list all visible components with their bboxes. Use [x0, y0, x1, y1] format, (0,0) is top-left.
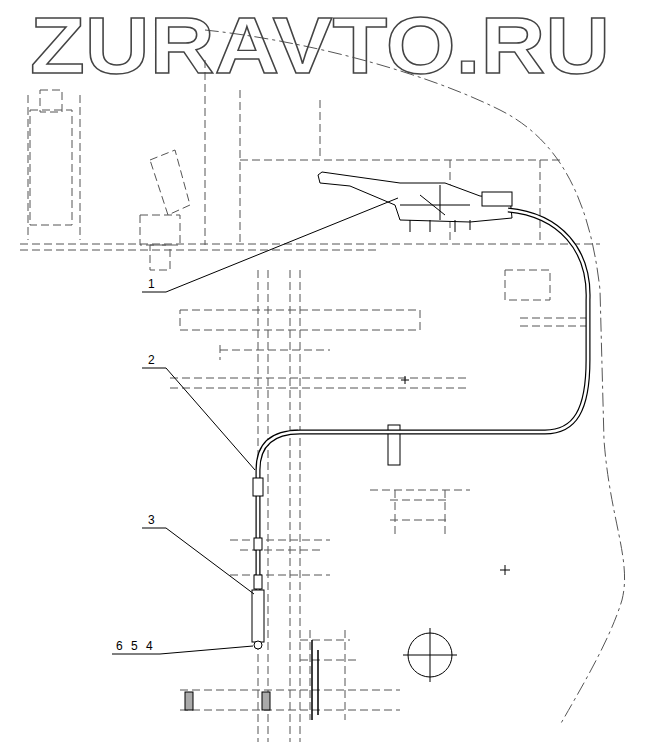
- callout-number: 5: [131, 640, 138, 652]
- watermark: ZURAVTO.RU: [30, 6, 610, 86]
- background-parts: [20, 30, 625, 742]
- callout-number: 2: [148, 354, 155, 366]
- callout-number: 3: [148, 514, 155, 526]
- brake-cable: [258, 210, 588, 640]
- cable-end-fittings: [252, 478, 264, 649]
- callout-number: 6: [116, 640, 123, 652]
- parking-brake-lever: [318, 172, 512, 232]
- brake-cable-core: [258, 210, 588, 640]
- callout-number: 4: [146, 640, 153, 652]
- leader-lines: [112, 198, 398, 654]
- part-details: [185, 376, 510, 720]
- callout-number: 1: [148, 278, 155, 290]
